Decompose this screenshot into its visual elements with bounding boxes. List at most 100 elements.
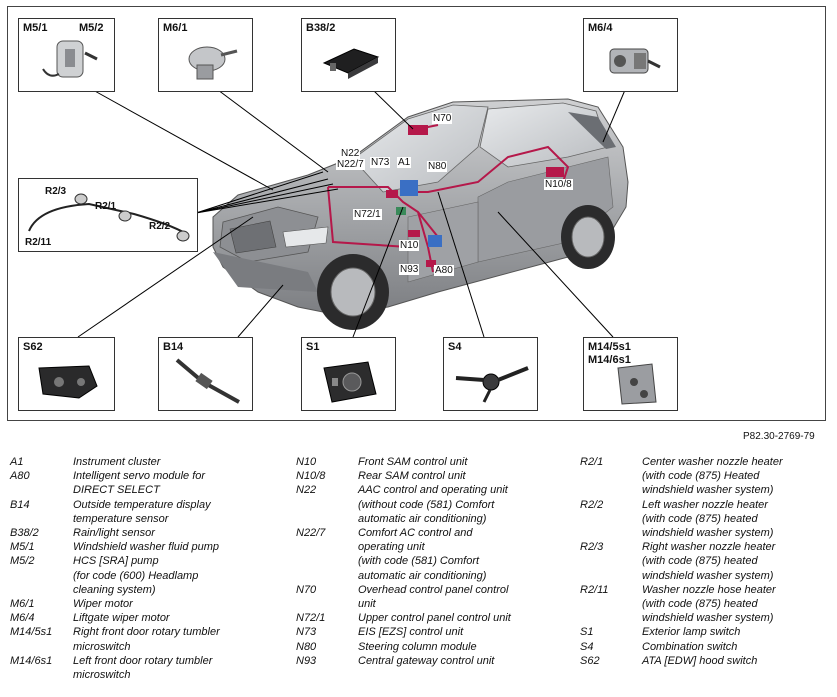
legend-row: B38/2 Rain/light sensor bbox=[10, 526, 290, 540]
legend-description: Liftgate wiper motor bbox=[73, 612, 170, 625]
legend-description: AAC control and operating unit (without … bbox=[358, 484, 508, 525]
legend-description: Left front door rotary tumbler microswit… bbox=[73, 654, 213, 682]
legend-code: N80 bbox=[296, 640, 317, 653]
figure-id: P82.30-2769-79 bbox=[743, 431, 815, 442]
legend-description: Right washer nozzle heater (with code (8… bbox=[642, 541, 776, 582]
legend-description: Overhead control panel control unit bbox=[358, 583, 509, 611]
inset-hood-switch: S62 bbox=[18, 337, 115, 411]
legend-row: M6/4 Liftgate wiper motor bbox=[10, 611, 290, 625]
legend-description: Comfort AC control and operating unit bbox=[358, 527, 473, 554]
legend-code: M14/6s1 bbox=[10, 654, 53, 667]
nozzle-hose-icon bbox=[28, 193, 190, 242]
inset-combination-switch: S4 bbox=[443, 337, 538, 411]
legend-row: R2/1 Center washer nozzle heater (with co… bbox=[580, 455, 830, 498]
legend-description: Intelligent servo module for DIRECT SELE… bbox=[73, 470, 206, 497]
hood-switch-icon bbox=[38, 365, 98, 399]
legend-description: Rain/light sensor bbox=[73, 527, 155, 540]
callout-a80: A80 bbox=[434, 265, 454, 276]
legend-code: N10 bbox=[296, 456, 317, 468]
legend-code: B38/2 bbox=[10, 527, 39, 540]
callout-n72-1: N72/1 bbox=[353, 209, 382, 220]
legend-code: N10/8 bbox=[296, 470, 326, 483]
callout-n73: N73 bbox=[370, 157, 391, 168]
legend-column-3: R2/1 Center washer nozzle heater (with co… bbox=[580, 455, 830, 668]
legend-code: M6/4 bbox=[10, 612, 35, 625]
wheels bbox=[317, 205, 615, 330]
inset-washer-pumps: M5/1 M5/2 bbox=[18, 18, 115, 92]
legend-code: N73 bbox=[296, 626, 317, 639]
inset-label: M5/2 bbox=[79, 22, 104, 34]
legend-row: (with code (581) Comfort automatic air c… bbox=[296, 554, 576, 582]
liftgate-motor-icon bbox=[609, 48, 661, 74]
legend-code: N22 bbox=[296, 484, 317, 497]
inset-wiper-motor: M6/1 bbox=[158, 18, 253, 92]
legend-code: S4 bbox=[580, 640, 594, 653]
wire-label: R2/2 bbox=[149, 221, 171, 232]
legend-description: Washer nozzle hose heater (with code (87… bbox=[642, 583, 776, 625]
callout-n22-7: N22/7 bbox=[336, 159, 365, 170]
wire-label: R2/11 bbox=[25, 237, 52, 248]
legend-row: N80 Steering column module bbox=[296, 640, 576, 654]
washer-pump-icon bbox=[42, 40, 98, 78]
callout-n22: N22 bbox=[340, 148, 361, 159]
callout-n80: N80 bbox=[427, 161, 448, 172]
callout-a1: A1 bbox=[397, 157, 412, 168]
inset-label: M6/4 bbox=[588, 22, 613, 34]
legend-description: Windshield washer fluid pump bbox=[73, 541, 220, 554]
legend-row: M14/6s1 Left front door rotary tumbler mi… bbox=[10, 654, 290, 682]
inset-liftgate-wiper: M6/4 bbox=[583, 18, 678, 92]
inset-label: M6/1 bbox=[163, 22, 188, 34]
legend-code: N22/7 bbox=[296, 527, 326, 540]
inset-label: S4 bbox=[448, 341, 462, 353]
legend-code bbox=[296, 554, 358, 582]
legend-code: S62 bbox=[580, 654, 600, 667]
legend-row: N10 Front SAM control unit bbox=[296, 455, 576, 469]
legend-code: N72/1 bbox=[296, 612, 326, 625]
legend-description: Steering column module bbox=[358, 640, 477, 653]
legend-description: Center washer nozzle heater (with code (… bbox=[642, 456, 783, 497]
legend-description: Outside temperature display temperature … bbox=[73, 498, 211, 525]
legend-row: N22 AAC control and operating unit (witho… bbox=[296, 483, 576, 526]
legend-code: A1 bbox=[10, 456, 24, 468]
legend-description: HCS [SRA] pump (for code (600) Headlamp … bbox=[73, 555, 199, 596]
legend-row: N10/8 Rear SAM control unit bbox=[296, 469, 576, 483]
legend-description: (with code (581) Comfort automatic air c… bbox=[358, 555, 487, 582]
legend-row: R2/2 Left washer nozzle heater (with code… bbox=[580, 498, 830, 541]
callout-n10-8: N10/8 bbox=[544, 179, 573, 190]
legend-code: M5/1 bbox=[10, 541, 35, 554]
legend-row: N93 Central gateway control unit bbox=[296, 654, 576, 668]
vehicle-illustration bbox=[77, 89, 629, 338]
legend-description: Left washer nozzle heater (with code (87… bbox=[642, 498, 774, 540]
wire-label: R2/1 bbox=[95, 201, 117, 212]
legend-code: R2/3 bbox=[580, 541, 604, 554]
legend-row: M5/1 Windshield washer fluid pump bbox=[10, 540, 290, 554]
legend-code: A80 bbox=[10, 470, 30, 483]
legend-description: Front SAM control unit bbox=[358, 456, 468, 468]
inset-label: S1 bbox=[306, 341, 320, 353]
legend-description: Rear SAM control unit bbox=[358, 470, 466, 483]
legend-code: R2/1 bbox=[580, 456, 604, 468]
legend-code: R2/2 bbox=[580, 498, 604, 511]
legend-code: S1 bbox=[580, 626, 594, 639]
legend-description: Central gateway control unit bbox=[358, 654, 495, 667]
inset-exterior-lamp-switch: S1 bbox=[301, 337, 396, 411]
legend-row: R2/3 Right washer nozzle heater (with cod… bbox=[580, 540, 830, 583]
callout-n93: N93 bbox=[399, 264, 420, 275]
legend-code: M6/1 bbox=[10, 598, 35, 611]
diagram-frame: M5/1 M5/2 M6/1 B38/2 M6/4 bbox=[7, 6, 826, 421]
inset-label: M5/1 bbox=[23, 22, 48, 34]
legend-code: N93 bbox=[296, 654, 317, 667]
inset-label: S62 bbox=[23, 341, 43, 353]
